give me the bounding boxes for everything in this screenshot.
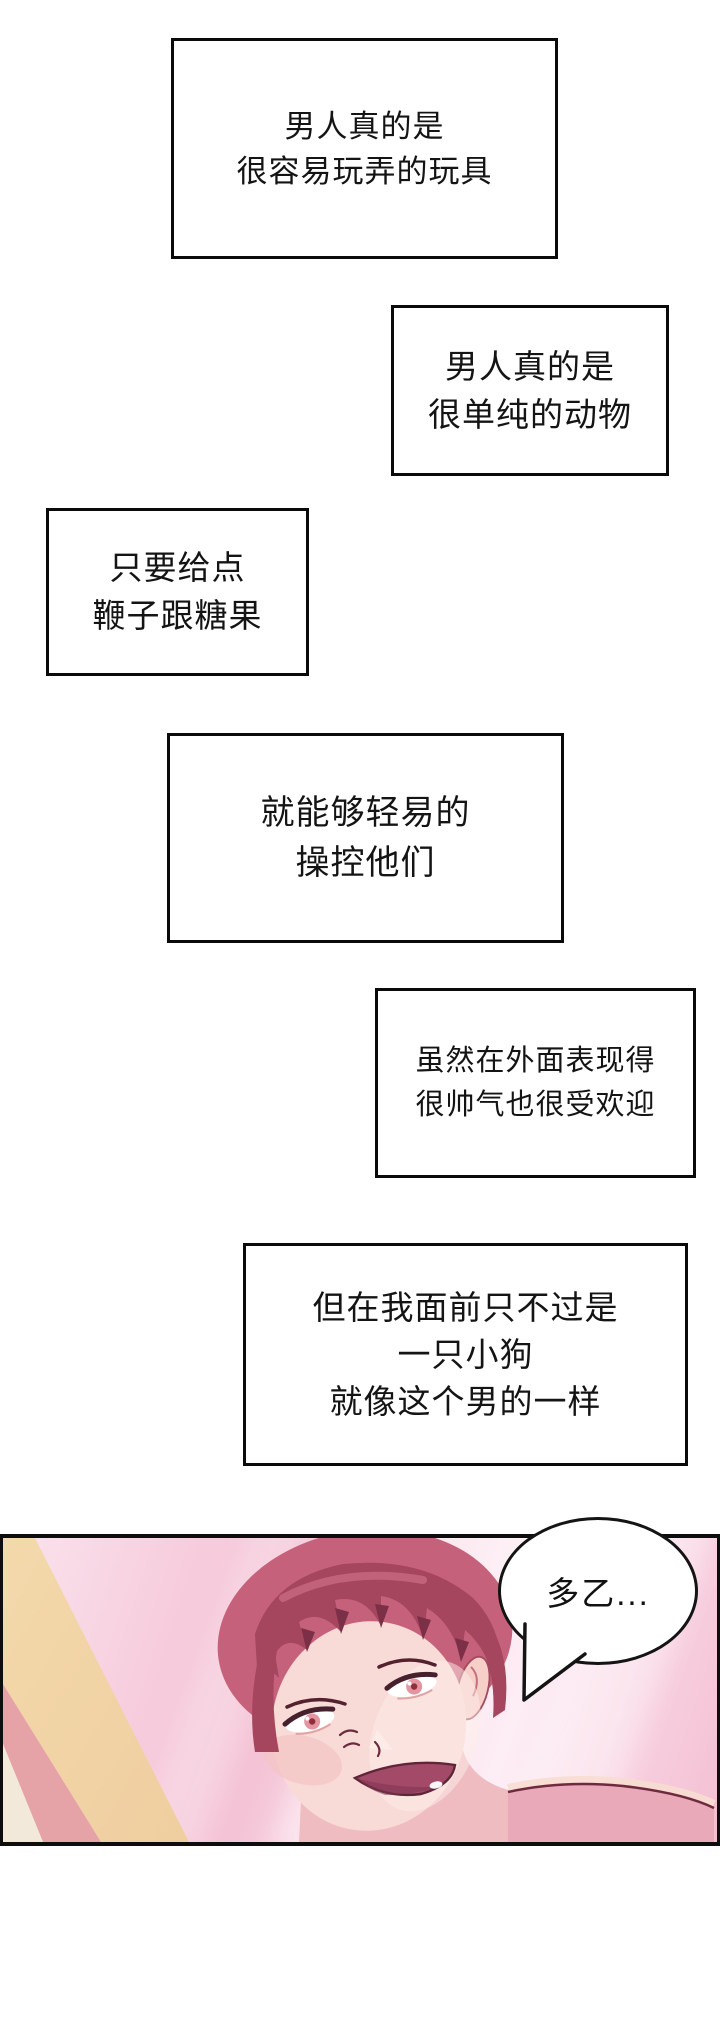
right-eye <box>384 1671 438 1700</box>
narration-line: 只要给点 <box>109 549 246 586</box>
nose-line <box>373 1740 381 1758</box>
hair-dark-tip <box>417 1616 431 1640</box>
shoulder-shade <box>508 1784 714 1842</box>
shoulder-outline <box>507 1782 715 1810</box>
hair-dark-tip <box>335 1608 349 1634</box>
narration-line: 虽然在外面表现得 <box>415 1045 656 1077</box>
narration-line: 但在我面前只不过是 <box>312 1289 619 1326</box>
narration-box-3: 只要给点 鞭子跟糖果 <box>46 508 309 676</box>
hair-dark-tip <box>375 1604 389 1628</box>
speech-bubble-tail <box>522 1622 587 1702</box>
narration-line: 很单纯的动物 <box>428 395 632 433</box>
cheek-blush <box>263 1734 343 1786</box>
narration-line: 男人真的是 <box>445 347 615 385</box>
hair-bangs <box>255 1562 501 1688</box>
narration-line: 就像这个男的一样 <box>329 1383 602 1420</box>
speech-bubble: 多乙... <box>498 1517 698 1665</box>
left-eyebrow <box>285 1697 347 1709</box>
narration-line: 鞭子跟糖果 <box>92 597 263 634</box>
brow-furrow-mark <box>338 1729 359 1737</box>
narration-box-4: 就能够轻易的 操控他们 <box>167 733 564 943</box>
narration-box-5: 虽然在外面表现得 很帅气也很受欢迎 <box>375 988 696 1178</box>
hair-side-strand-left <box>252 1646 279 1752</box>
narration-box-1: 男人真的是 很容易玩弄的玩具 <box>171 38 558 259</box>
narration-line: 操控他们 <box>295 844 436 882</box>
hair-dark-tip <box>301 1628 315 1652</box>
narration-box-2: 男人真的是 很单纯的动物 <box>391 305 669 476</box>
narration-line: 就能够轻易的 <box>260 794 471 832</box>
narration-box-6: 但在我面前只不过是 一只小狗 就像这个男的一样 <box>243 1243 688 1466</box>
speech-bubble-text: 多乙... <box>546 1575 650 1612</box>
left-eye <box>282 1706 336 1735</box>
right-eyebrow <box>377 1658 437 1669</box>
tooth-glint <box>429 1781 443 1789</box>
narration-line: 很容易玩弄的玩具 <box>236 153 493 189</box>
character-illustration <box>217 1538 716 1842</box>
mouth-shadow <box>359 1779 443 1795</box>
hair-dark-tip <box>455 1638 469 1662</box>
narration-line: 一只小狗 <box>397 1336 534 1373</box>
comic-panel: 多乙... <box>0 1517 720 1846</box>
shoulder-rim-light <box>507 1776 716 1808</box>
brow-furrow-mark <box>342 1742 361 1749</box>
nose-highlight <box>369 1730 393 1750</box>
hair-sheen <box>279 1571 427 1602</box>
narration-line: 很帅气也很受欢迎 <box>415 1089 656 1121</box>
narration-line: 男人真的是 <box>284 108 445 144</box>
